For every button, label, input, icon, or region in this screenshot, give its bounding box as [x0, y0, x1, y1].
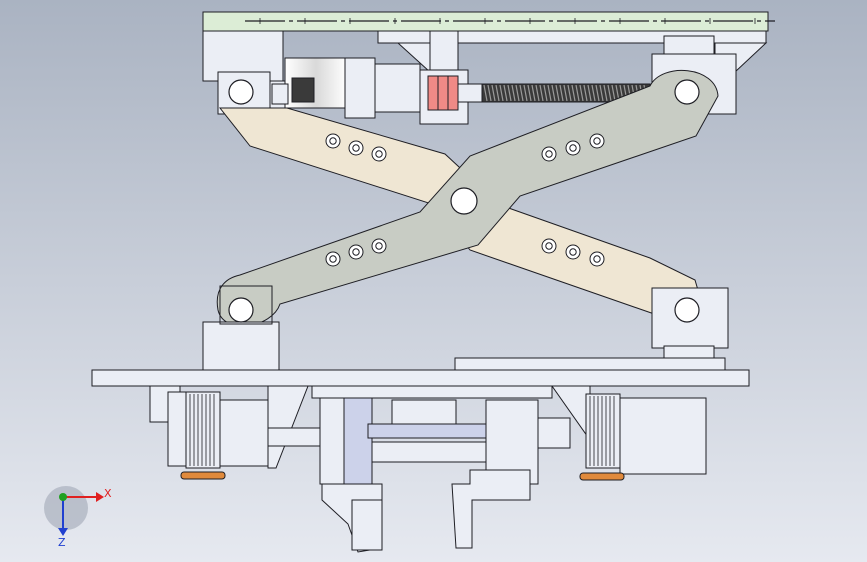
- center-gear-housing: [391, 399, 457, 425]
- lower-left-pivot-block: [202, 321, 280, 371]
- base-plate: [91, 369, 750, 387]
- right-ballscrew-housing: [585, 393, 621, 469]
- right-motor-fins: [589, 396, 615, 466]
- right-motor-body: [619, 397, 707, 475]
- center-carriage-plate: [311, 385, 553, 399]
- triad-x-label: X: [104, 487, 112, 500]
- left-shaft: [267, 427, 321, 447]
- right-foot-pad: [579, 472, 625, 481]
- bolt-hole: [375, 150, 383, 158]
- pivot-pin: [674, 297, 700, 323]
- right-gripper-finger: [451, 469, 531, 549]
- bottom-guide-rail: [454, 357, 726, 371]
- pivot-pin: [674, 79, 700, 105]
- bolt-hole: [569, 248, 577, 256]
- servo-motor-encoder: [291, 77, 315, 103]
- top-plate-ticks: [259, 18, 756, 24]
- lower-left-pivot-ear: [219, 285, 273, 325]
- triad-z-label: Z: [58, 536, 66, 549]
- bolt-hole: [329, 255, 337, 263]
- bolt-hole: [329, 137, 337, 145]
- center-linkage-lower: [371, 441, 503, 463]
- pivot-pin: [450, 187, 478, 215]
- shaft-coupling: [427, 75, 459, 111]
- left-ballscrew-nut: [219, 399, 269, 467]
- pivot-pin: [228, 79, 254, 105]
- motor-mount-plate: [429, 30, 459, 78]
- bolt-hole: [352, 144, 360, 152]
- triad-x-arrow: [96, 492, 104, 502]
- left-gripper-tip: [351, 499, 383, 551]
- left-ballscrew-housing: [185, 391, 221, 469]
- bolt-hole: [375, 242, 383, 250]
- pivot-pin: [228, 297, 254, 323]
- left-foot-pad: [180, 471, 226, 480]
- bolt-hole: [569, 144, 577, 152]
- triad-z-arrow: [58, 528, 68, 536]
- triad-shadow: [44, 486, 88, 530]
- xyz-triad-icon: X Z: [44, 486, 112, 549]
- lead-screw-thread: [483, 84, 648, 102]
- triad-y-axis: [59, 493, 67, 501]
- servo-motor-flange: [344, 57, 376, 119]
- left-motor-body: [167, 391, 189, 467]
- bolt-hole: [545, 150, 553, 158]
- screw-bearing-housing: [374, 63, 421, 113]
- coupling-shaft-end: [457, 83, 483, 103]
- scissor-pivot-pins: [228, 79, 700, 323]
- left-motor-fins: [189, 394, 215, 466]
- arm-bolt-holes: [325, 133, 605, 267]
- bolt-hole: [545, 242, 553, 250]
- bolt-hole: [352, 248, 360, 256]
- upper-right-slider-block: [663, 35, 715, 57]
- servo-motor-rear: [271, 83, 289, 105]
- center-left-slide: [343, 397, 373, 485]
- bolt-hole: [593, 255, 601, 263]
- bolt-hole: [593, 137, 601, 145]
